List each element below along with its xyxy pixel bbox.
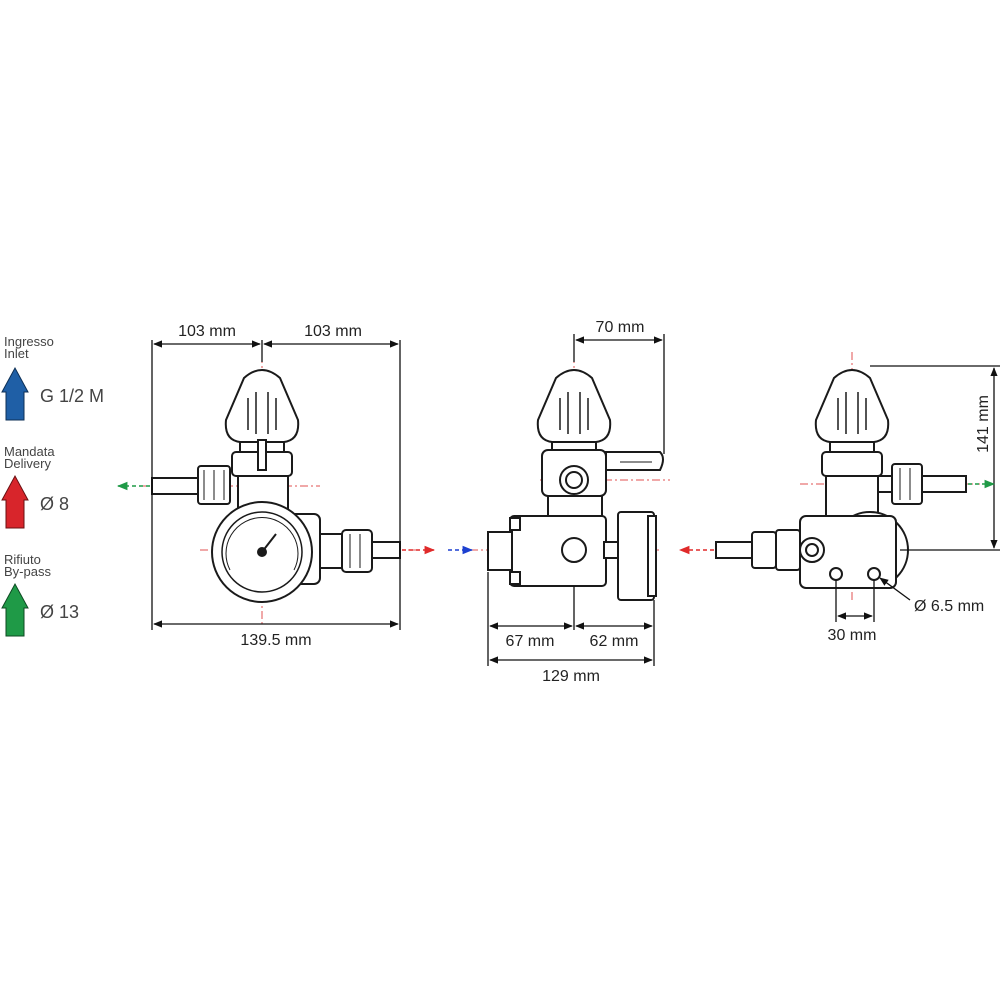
bypass-label-en: By-pass [4, 564, 51, 579]
bypass-label-it: Rifiuto [4, 552, 41, 567]
inlet-label-en: Inlet [4, 346, 29, 361]
rear-dim-holes: 30 mm [828, 627, 877, 644]
rear-view [678, 352, 1000, 622]
rear-dim-hole-diameter: Ø 6.5 mm [914, 598, 984, 615]
bypass-value: Ø 13 [40, 602, 80, 622]
inlet-arrow-icon [1, 366, 29, 421]
delivery-label-it: Mandata [4, 444, 55, 459]
side-dim-right: 62 mm [590, 633, 639, 650]
front-dim-total: 139.5 mm [240, 632, 311, 649]
front-view [116, 340, 436, 630]
bypass-arrow-icon [1, 582, 29, 637]
side-view [448, 334, 670, 666]
rear-dim-height: 141 mm [975, 395, 992, 453]
delivery-arrow-icon [1, 474, 29, 529]
delivery-label-en: Delivery [4, 456, 51, 471]
side-dim-handle: 70 mm [596, 319, 645, 336]
inlet-label-it: Ingresso [4, 334, 54, 349]
side-dim-left: 67 mm [506, 633, 555, 650]
front-dim-right: 103 mm [304, 323, 362, 340]
delivery-value: Ø 8 [40, 494, 70, 514]
front-dim-left: 103 mm [178, 323, 236, 340]
side-dim-total: 129 mm [542, 668, 600, 685]
inlet-value: G 1/2 M [40, 386, 105, 406]
